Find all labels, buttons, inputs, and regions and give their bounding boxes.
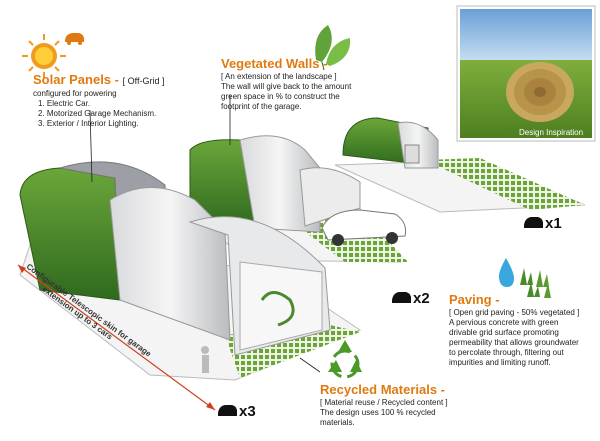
recycled-materials-title: Recycled Materials - <box>320 382 446 397</box>
walls-line: [ An extension of the landscape ] <box>221 72 337 81</box>
car-icon-x3 <box>218 405 237 416</box>
solar-panels-block: Solar Panels - [ Off-Grid ] configured f… <box>33 72 164 129</box>
recycled-line: materials. <box>320 418 355 427</box>
solar-panels-title: Solar Panels <box>33 72 112 87</box>
recycled-leader <box>299 357 321 373</box>
paving-line: drivable grid surface promoting <box>449 328 559 337</box>
solar-panels-dash: - <box>111 72 123 87</box>
paving-block: Paving - [ Open grid paving - 50% vegeta… <box>449 292 579 368</box>
car-count-x2: x2 <box>413 290 430 307</box>
walls-line: The wall will give back to the amount <box>221 82 352 91</box>
car-icon-x2 <box>392 292 411 303</box>
vegetated-walls-title: Vegetated Walls - <box>221 56 328 71</box>
solar-line: 2. Motorized Garage Mechanism. <box>38 109 157 118</box>
walls-line: green space in % to construct the <box>221 92 340 101</box>
car-count-x1: x1 <box>545 215 562 232</box>
paving-line: to percolate through, filtering out <box>449 348 564 357</box>
photo-caption: Design Inspiration <box>519 128 584 137</box>
solar-line: configured for powering <box>33 89 117 98</box>
car-count-x3: x3 <box>239 403 256 420</box>
paving-desc: [ Open grid paving - 50% vegetated ] A p… <box>449 308 579 368</box>
solar-panels-tag: [ Off-Grid ] <box>122 76 165 86</box>
electric-car-icon <box>65 33 84 45</box>
recycled-line: The design uses 100 % recycled <box>320 408 436 417</box>
garage-one-car <box>334 117 586 213</box>
leaf-icon <box>315 25 351 71</box>
garage-three-cars <box>17 161 362 411</box>
recycle-icon <box>328 340 362 379</box>
solar-leader <box>89 109 93 183</box>
paving-line: A pervious concrete with green <box>449 318 559 327</box>
solar-line: 1. Electric Car. <box>38 99 91 108</box>
car-icon-x1 <box>524 217 543 228</box>
recycled-materials-desc: [ Material reuse / Recycled content ] Th… <box>320 398 448 428</box>
solar-panels-desc: configured for powering 1. Electric Car.… <box>33 89 164 129</box>
vegetated-walls-desc: [ An extension of the landscape ] The wa… <box>221 72 351 112</box>
solar-line: 3. Exterior / Interior Lighting. <box>38 119 139 128</box>
paving-line: permeability that allows groundwater <box>449 338 579 347</box>
water-drop-icon <box>498 258 514 287</box>
grass-icon <box>520 268 551 298</box>
sun-icon <box>22 34 66 78</box>
paving-title: Paving - <box>449 292 500 307</box>
solar-panels-heading: Solar Panels - [ Off-Grid ] <box>33 72 164 87</box>
paving-line: [ Open grid paving - 50% vegetated ] <box>449 308 580 317</box>
inspiration-photo <box>456 5 596 142</box>
paving-line: impurities and limiting runoff. <box>449 358 551 367</box>
walls-line: footprint of the garage. <box>221 102 302 111</box>
recycled-line: [ Material reuse / Recycled content ] <box>320 398 448 407</box>
recycled-materials-block: Recycled Materials - [ Material reuse / … <box>320 382 448 428</box>
vegetated-walls-block: Vegetated Walls - [ An extension of the … <box>221 56 351 112</box>
